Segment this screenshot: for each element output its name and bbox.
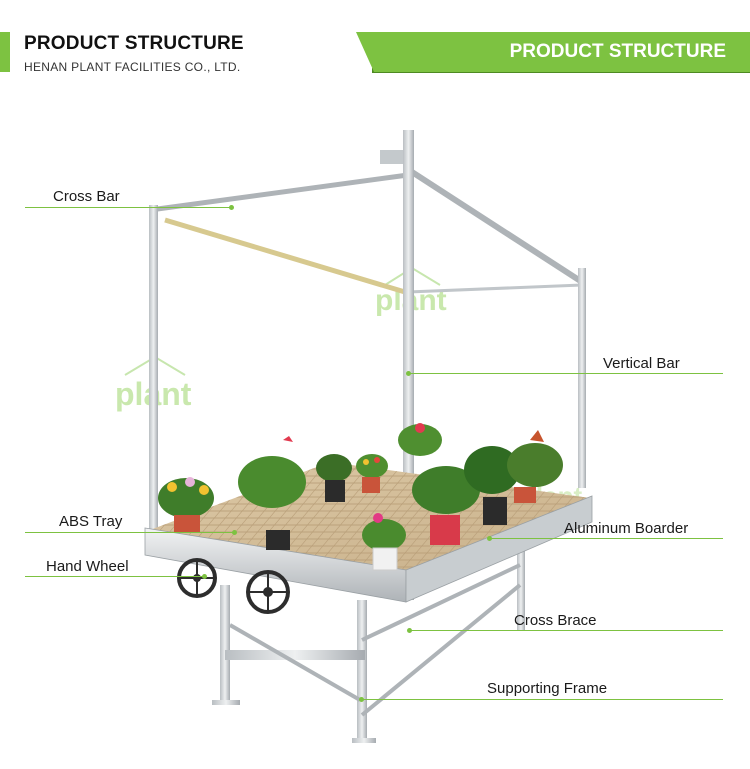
cross-braces — [229, 563, 522, 717]
leader-dot-hand-wheel — [202, 574, 207, 579]
leader-line-cross-bar — [25, 207, 232, 208]
vertical-bar-left — [149, 205, 158, 530]
leader-dot-cross-brace — [407, 628, 412, 633]
potted-plants — [158, 423, 563, 571]
vertical-bar-front — [403, 130, 414, 600]
supporting-frame — [212, 535, 525, 743]
label-cross-brace: Cross Brace — [514, 612, 597, 629]
leader-line-cross-brace — [410, 630, 723, 631]
hand-wheel-left — [177, 558, 217, 598]
label-cross-bar: Cross Bar — [53, 188, 120, 205]
label-vertical-bar: Vertical Bar — [603, 355, 680, 372]
label-aluminum-boarder: Aluminum Boarder — [564, 520, 689, 537]
leader-dot-cross-bar — [229, 205, 234, 210]
header-accent-bar — [0, 32, 10, 72]
leader-line-aluminum-boarder — [490, 538, 723, 539]
label-supporting-frame: Supporting Frame — [487, 680, 608, 697]
top-frame — [149, 150, 584, 295]
leader-dot-vertical-bar — [406, 371, 411, 376]
leader-line-hand-wheel — [25, 576, 205, 577]
leader-dot-supporting-frame — [359, 697, 364, 702]
leader-line-supporting-frame — [362, 699, 723, 700]
label-abs-tray: ABS Tray — [59, 513, 123, 530]
page-title: PRODUCT STRUCTURE — [24, 33, 244, 54]
company-name: HENAN PLANT FACILITIES CO., LTD. — [24, 60, 241, 74]
vertical-bar-right — [578, 268, 586, 488]
aluminum-border-side — [405, 495, 593, 603]
leader-dot-aluminum-boarder — [487, 536, 492, 541]
header-banner: PRODUCT STRUCTURE — [356, 32, 750, 72]
leader-line-vertical-bar — [409, 373, 723, 374]
leader-dot-abs-tray — [232, 530, 237, 535]
label-hand-wheel: Hand Wheel — [46, 558, 129, 575]
hand-wheel-right — [246, 570, 290, 614]
leader-line-abs-tray — [25, 532, 235, 533]
